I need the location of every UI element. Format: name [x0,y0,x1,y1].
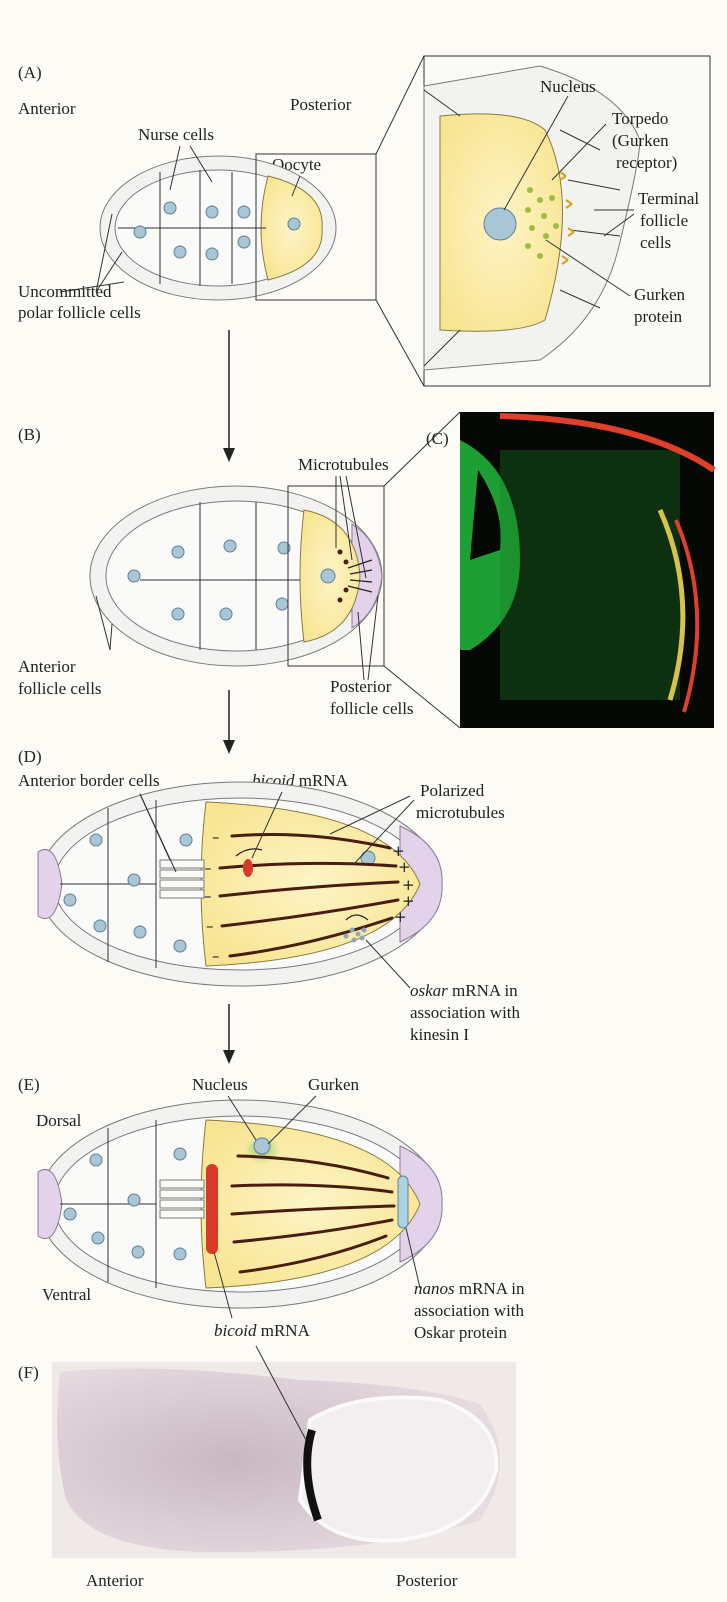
egg-chamber-b [90,486,382,666]
terminal-label-1: Terminal [638,189,699,208]
zoom-line [376,56,424,154]
leader-line [110,624,112,650]
terminal-label-2: follicle [640,211,688,230]
anterior-follicle-label-2: follicle cells [18,679,102,698]
egg-chamber-d: ––– –– +++ ++ [38,782,442,986]
oocyte-nucleus [288,218,300,230]
panel-c-letter: (C) [426,429,449,448]
nurse-nucleus [238,236,250,248]
torpedo-label-1: Torpedo [612,109,668,128]
panel-d: (D) Anterior border cells bicoid mRNA Po… [18,747,521,1044]
panel-a: (A) Anterior Posterior Nurse cells Oocyt… [18,56,710,386]
panel-f: (F) Anterior Posterior [18,1346,516,1590]
anterior-follicle-label-1: Anterior [18,657,76,676]
oocyte-nucleus-inset [484,208,516,240]
nurse-nucleus [206,248,218,260]
posterior-f-label: Posterior [396,1571,458,1590]
svg-text:–: – [212,828,220,846]
panel-c: (C) [426,412,714,728]
svg-text:+: + [398,858,411,876]
microtubules-label: Microtubules [298,455,389,474]
panel-e-letter: (E) [18,1075,40,1094]
posterior-label: Posterior [290,95,352,114]
bicoid-e-label: bicoid mRNA [214,1321,311,1340]
posterior-follicle-label-2: follicle cells [330,699,414,718]
torpedo-label-2: (Gurken [612,131,669,150]
nurse-nucleus [134,226,146,238]
nanos-mrna [398,1176,408,1228]
oskar-label-2: association with [410,1003,521,1022]
panel-b: (B) Microtubules [18,412,460,728]
svg-text:–: – [204,887,212,905]
nucleus-e-label: Nucleus [192,1075,248,1094]
posterior-follicle-label-1: Posterior [330,677,392,696]
svg-text:–: – [204,859,212,877]
panel-a-letter: (A) [18,63,42,82]
uncommitted-label-2: polar follicle cells [18,303,141,322]
terminal-label-3: cells [640,233,671,252]
zoom-line [384,666,460,728]
panel-e: (E) Nucleus Gurken Dorsal [18,1075,525,1342]
bicoid-mrna-e [206,1164,218,1254]
torpedo-label-3: receptor) [616,153,677,172]
zoom-line [384,412,460,486]
oskar-label-1: oskar mRNA in [410,981,518,1000]
panel-f-letter: (F) [18,1363,39,1382]
dorsal-label: Dorsal [36,1111,82,1130]
nurse-nucleus [238,206,250,218]
arrow-head [223,740,235,754]
ventral-label: Ventral [42,1285,91,1304]
svg-text:–: – [212,947,220,965]
nurse-nucleus [206,206,218,218]
oskar-label-3: kinesin I [410,1025,469,1044]
nurse-nucleus [164,202,176,214]
gurken-e-label: Gurken [308,1075,359,1094]
polarized-label-2: microtubules [416,803,505,822]
panel-d-letter: (D) [18,747,42,766]
zoom-line [376,300,424,386]
egg-chamber-a [100,156,336,300]
arrow-head [223,1050,235,1064]
gurken-protein-label-1: Gurken [634,285,685,304]
oocyte-nucleus-e [254,1138,270,1154]
border-cells-label: Anterior border cells [18,771,160,790]
uncommitted-label-1: Uncommitted [18,282,112,301]
nanos-label-3: Oskar protein [414,1323,508,1342]
nanos-label-1: nanos mRNA in [414,1279,525,1298]
bicoid-mrna-d [243,859,253,877]
svg-text:+: + [394,908,407,926]
nucleus-label: Nucleus [540,77,596,96]
anterior-label: Anterior [18,99,76,118]
nurse-nucleus [174,246,186,258]
panel-b-letter: (B) [18,425,41,444]
svg-text:–: – [206,917,214,935]
arrow-head [223,448,235,462]
nurse-cells-label: Nurse cells [138,125,214,144]
nanos-label-2: association with [414,1301,525,1320]
gurken-protein-label-2: protein [634,307,683,326]
egg-chamber-e [38,1100,442,1308]
polarized-label-1: Polarized [420,781,485,800]
anterior-f-label: Anterior [86,1571,144,1590]
green-cytoplasm [500,450,680,700]
